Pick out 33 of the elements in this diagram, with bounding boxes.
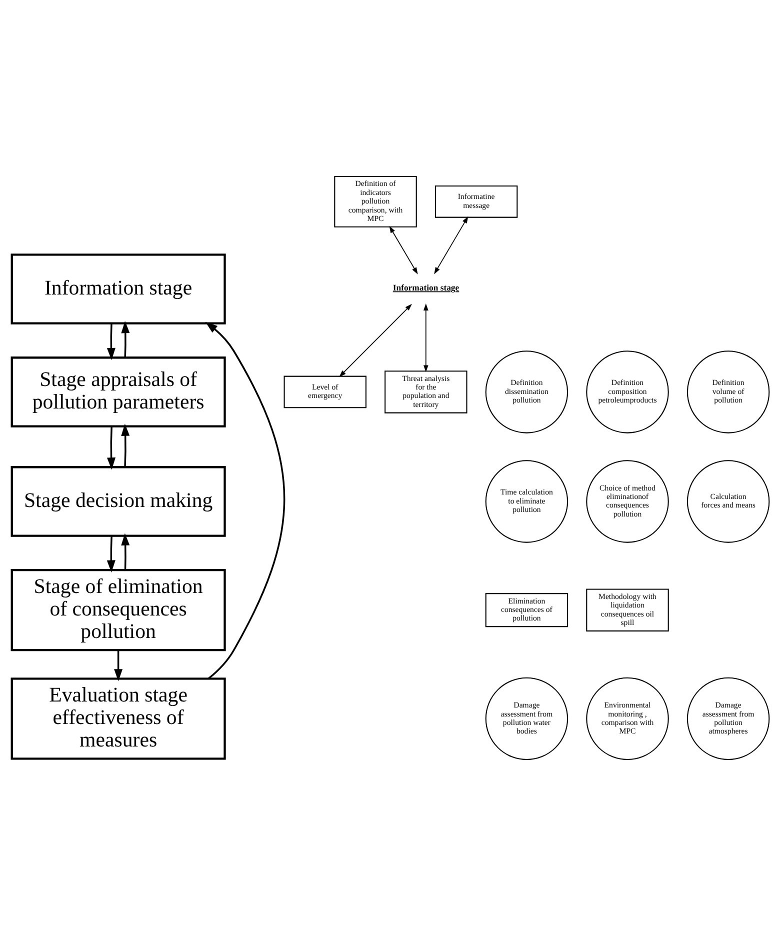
node-circle: Definition dissemination pollution xyxy=(485,350,568,433)
arrow xyxy=(106,323,116,360)
arrow xyxy=(434,216,468,274)
node-box: Stage of elimination of consequences pollution xyxy=(10,568,226,651)
arrow xyxy=(423,302,428,372)
node-box: Information stage xyxy=(10,253,226,324)
node-text: Information stage xyxy=(392,282,460,292)
node-circle: Environmental monitoring , comparison with MPC xyxy=(586,676,669,760)
node-circle: Damage assessment from pollution water bodies xyxy=(485,676,568,760)
arrow xyxy=(205,321,286,679)
node-box: Methodology with liquidation consequences oil spill xyxy=(586,588,669,631)
node-box: Informatine message xyxy=(434,185,518,218)
node-box: Stage appraisals of pollution parameters xyxy=(10,356,226,427)
arrow xyxy=(121,320,130,358)
arrow xyxy=(389,225,418,274)
node-box: Stage decision making xyxy=(10,466,226,536)
node-box: Evaluation stage effectiveness of measures xyxy=(10,677,226,760)
node-circle: Damage assessment from pollution atmospheres xyxy=(686,676,770,760)
node-box: Level of emergency xyxy=(284,375,366,408)
node-circle: Definition composition petroleumproducts xyxy=(586,350,669,433)
node-box: Definition of indicators pollution comparison, with MPC xyxy=(334,175,417,227)
arrow xyxy=(121,423,130,467)
arrow xyxy=(107,426,116,470)
node-box: Threat analysis for the population and territory xyxy=(384,370,468,413)
node-circle: Calculation forces and means xyxy=(686,460,770,542)
node-circle: Choice of method eliminationof consequences pollution xyxy=(586,460,669,542)
node-box: Elimination consequences of pollution xyxy=(485,592,568,627)
arrow xyxy=(106,535,116,572)
arrow xyxy=(121,532,130,570)
node-circle: Time calculation to eliminate pollution xyxy=(485,460,568,542)
arrow xyxy=(114,650,123,681)
arrow xyxy=(339,303,412,377)
node-circle: Definition volume of pollution xyxy=(686,350,770,433)
